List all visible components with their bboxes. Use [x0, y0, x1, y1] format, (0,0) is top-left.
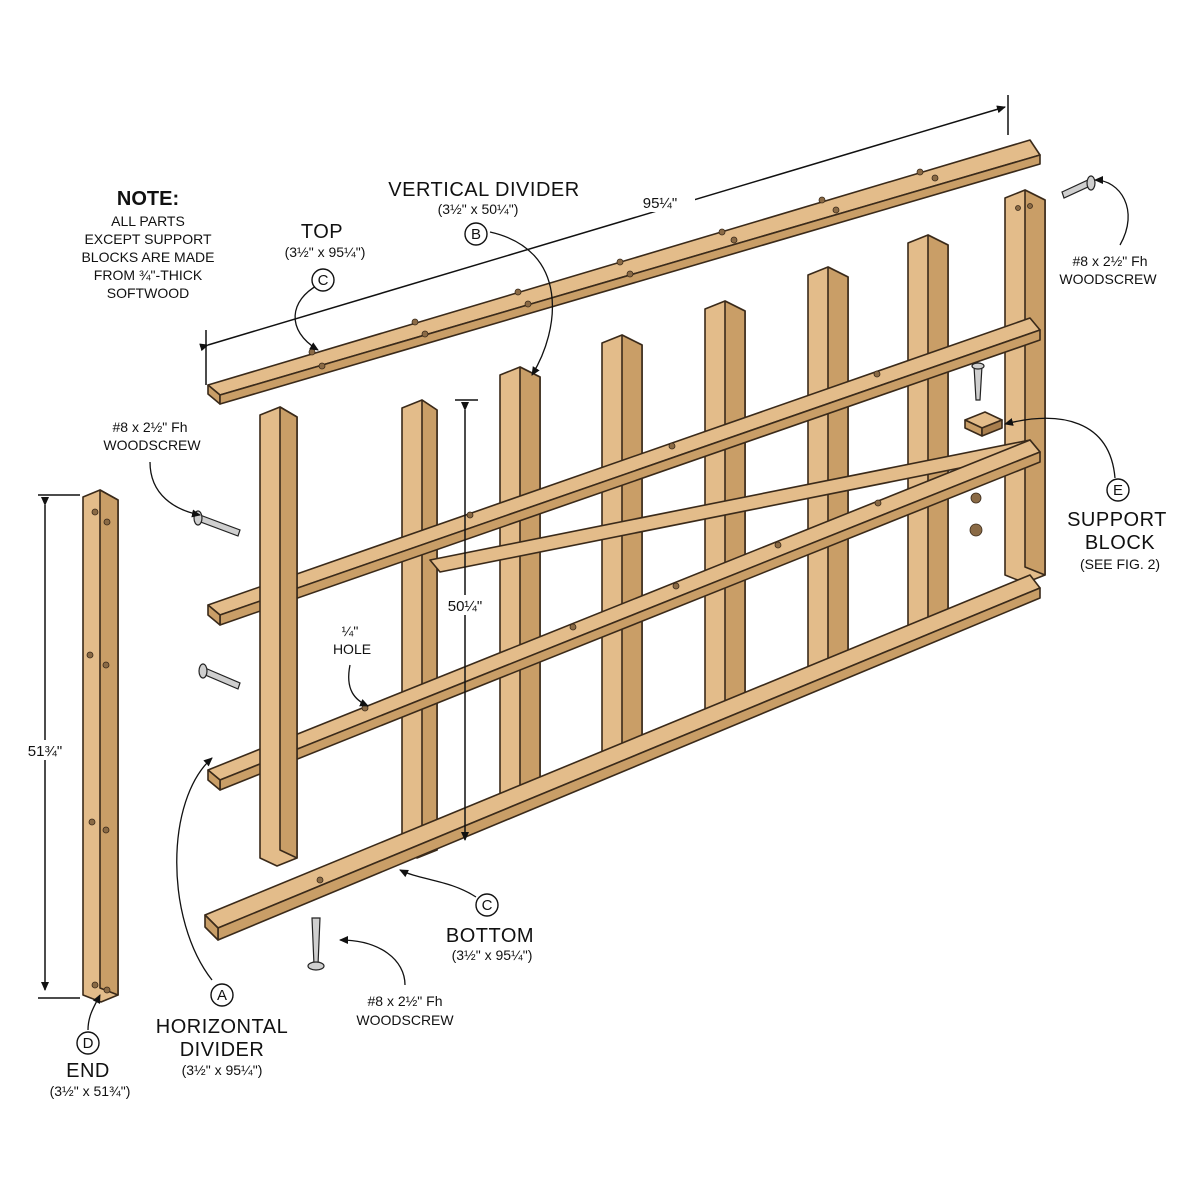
bottom-size: (3½" x 95¼") — [452, 947, 533, 963]
end-name: END — [66, 1060, 110, 1082]
label-bottom: C BOTTOM (3½" x 95¼") — [446, 893, 534, 963]
label-hole: ¼" HOLE — [333, 623, 371, 657]
screw-bottom — [307, 917, 325, 971]
note-line-1: ALL PARTS — [111, 213, 185, 229]
top-name: TOP — [301, 221, 343, 243]
vertical-dividers — [401, 234, 949, 859]
end-height-label: 51¾" — [28, 743, 63, 760]
screw-left-line1: #8 x 2½" Fh — [112, 419, 187, 435]
top-size: (3½" x 95¼") — [285, 244, 366, 260]
hole-line2: HOLE — [333, 641, 371, 657]
leader-vertical-divider — [489, 231, 554, 376]
leader-screw-bottom — [339, 936, 406, 986]
leader-screw-top-right — [1094, 176, 1129, 246]
support-block — [964, 411, 1003, 537]
horizontal-divider-name-2: DIVIDER — [180, 1039, 265, 1061]
screw-bottom-line2: WOODSCREW — [356, 1012, 454, 1028]
vertical-divider-size: (3½" x 50¼") — [438, 201, 519, 217]
bottom-letter: C — [482, 897, 493, 914]
support-block-name-1: SUPPORT — [1067, 509, 1167, 531]
end-height-dimension: 51¾" — [26, 494, 80, 999]
bottom-name: BOTTOM — [446, 925, 534, 947]
leader-end — [87, 994, 101, 1031]
note-line-2: EXCEPT SUPPORT — [84, 231, 212, 247]
label-screw-bottom: #8 x 2½" Fh WOODSCREW — [356, 993, 454, 1028]
leader-support-block — [1004, 417, 1116, 479]
note-line-5: SOFTWOOD — [107, 285, 189, 301]
leader-horizontal-divider — [176, 757, 213, 981]
support-screw — [971, 362, 985, 401]
label-screw-left: #8 x 2½" Fh WOODSCREW — [103, 419, 201, 453]
note-block: NOTE: ALL PARTS EXCEPT SUPPORT BLOCKS AR… — [81, 188, 214, 301]
screw-top-right-line2: WOODSCREW — [1059, 271, 1157, 287]
note-line-4: FROM ¾"-THICK — [94, 267, 203, 283]
bottom-board — [204, 574, 1041, 941]
length-dimension: 95¼" — [199, 95, 1009, 385]
screw-top-right-line1: #8 x 2½" Fh — [1072, 253, 1147, 269]
screw-left-upper — [193, 510, 241, 537]
end-size: (3½" x 51¾") — [50, 1083, 131, 1099]
label-end: D END (3½" x 51¾") — [50, 1031, 131, 1099]
vertical-divider-letter: B — [471, 226, 481, 243]
label-horizontal-divider: A HORIZONTAL DIVIDER (3½" x 95¼") — [156, 983, 288, 1078]
screw-left-line2: WOODSCREW — [103, 437, 201, 453]
note-line-3: BLOCKS ARE MADE — [81, 249, 214, 265]
end-letter: D — [83, 1035, 94, 1052]
support-block-ref: (SEE FIG. 2) — [1080, 556, 1160, 572]
label-top: TOP (3½" x 95¼") C — [285, 221, 366, 292]
length-dimension-label: 95¼" — [643, 195, 678, 212]
left-vertical-divider — [259, 406, 298, 867]
label-vertical-divider: VERTICAL DIVIDER (3½" x 50¼") B — [388, 179, 579, 246]
label-screw-top-right: #8 x 2½" Fh WOODSCREW — [1059, 253, 1157, 287]
leader-hole — [348, 664, 369, 707]
horizontal-divider-size: (3½" x 95¼") — [182, 1062, 263, 1078]
screw-bottom-line1: #8 x 2½" Fh — [367, 993, 442, 1009]
label-support-block: E SUPPORT BLOCK (SEE FIG. 2) — [1067, 478, 1167, 572]
leader-bottom — [399, 869, 477, 898]
divider-height-label: 50¼" — [448, 598, 483, 615]
end-piece — [82, 489, 119, 1003]
screw-left-lower — [198, 663, 241, 690]
support-block-letter: E — [1113, 482, 1123, 499]
divider-height-dimension: 50¼" — [440, 399, 490, 841]
vertical-divider-name: VERTICAL DIVIDER — [388, 179, 579, 201]
lower-horizontal-divider — [207, 439, 1041, 791]
screw-top-right — [1061, 175, 1096, 199]
top-letter: C — [318, 272, 329, 289]
right-end — [1004, 189, 1046, 584]
horizontal-divider-letter: A — [217, 987, 227, 1004]
horizontal-divider-name-1: HORIZONTAL — [156, 1016, 288, 1038]
leader-top — [294, 284, 319, 351]
hole-line1: ¼" — [342, 623, 359, 639]
upper-horizontal-divider — [207, 317, 1041, 626]
support-block-name-2: BLOCK — [1085, 532, 1155, 554]
leader-screw-left — [149, 461, 201, 518]
note-heading: NOTE: — [117, 188, 179, 210]
